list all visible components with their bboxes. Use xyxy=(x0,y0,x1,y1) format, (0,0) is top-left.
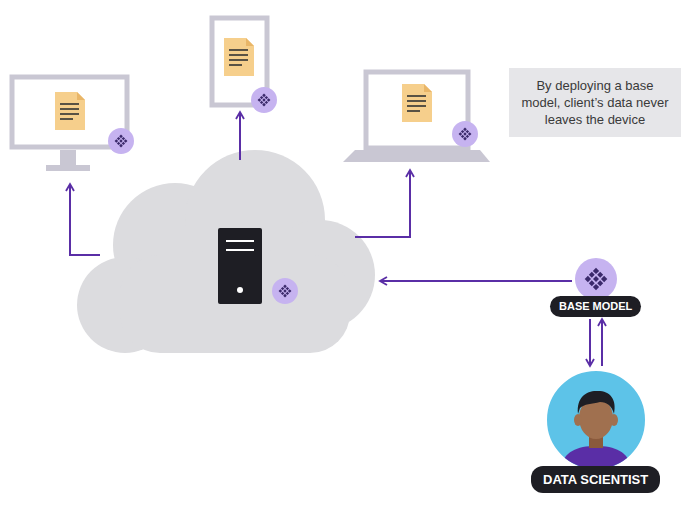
phone-icon xyxy=(212,18,277,113)
role-label-text: DATA SCIENTIST xyxy=(543,466,648,493)
model-icon xyxy=(575,258,617,300)
role-label: DATA SCIENTIST xyxy=(531,466,660,493)
deploy-arrow xyxy=(70,112,572,281)
connector-arrow xyxy=(601,319,603,366)
laptop-icon xyxy=(343,72,490,162)
model-label-text: BASE MODEL xyxy=(559,296,632,317)
monitor-icon xyxy=(12,77,134,171)
avatar-illustration xyxy=(544,368,648,472)
note-box: By deploying a base model, client’s data… xyxy=(509,68,681,137)
cloud-shape xyxy=(77,150,375,353)
data-scientist-node: DATA SCIENTIST xyxy=(531,368,661,493)
base-model-node: BASE MODEL xyxy=(550,258,642,317)
model-label: BASE MODEL xyxy=(550,296,641,317)
connector-arrow xyxy=(589,319,591,366)
server-icon xyxy=(218,228,298,304)
note-text: By deploying a base model, client’s data… xyxy=(521,77,669,128)
